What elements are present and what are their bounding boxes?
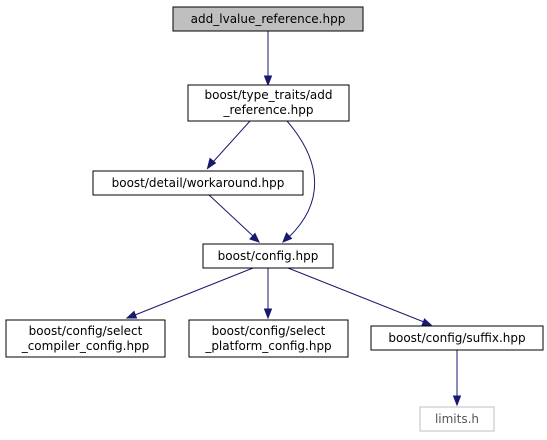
node-label-line-2: _compiler_config.hpp (21, 339, 150, 353)
edge-config-to-suffix (287, 267, 433, 327)
edge-config-to-select-compiler (125, 267, 254, 319)
node-label-line-2: _reference.hpp (223, 103, 314, 117)
node-box (202, 243, 334, 269)
node-label-line-2: _platform_config.hpp (204, 339, 331, 353)
node-add-lvalue-reference-hpp[interactable]: add_lvalue_reference.hpp (172, 6, 364, 32)
node-box (370, 325, 544, 351)
node-label: boost/detail/workaround.hpp (112, 176, 285, 190)
node-box (92, 170, 304, 196)
node-label-line-1: boost/config/select (212, 324, 326, 338)
node-label-line-1: boost/type_traits/add (204, 88, 332, 102)
node-box (172, 6, 364, 32)
node-boost-detail-workaround-hpp[interactable]: boost/detail/workaround.hpp (92, 170, 304, 196)
node-label: limits.h (435, 412, 479, 426)
edge-add-reference-to-config (282, 120, 315, 243)
node-box (419, 406, 495, 432)
node-box (5, 319, 166, 358)
node-boost-config-select-platform-config-hpp[interactable]: boost/config/select _platform_config.hpp (188, 319, 349, 358)
node-boost-config-suffix-hpp[interactable]: boost/config/suffix.hpp (370, 325, 544, 351)
node-label: boost/config.hpp (218, 249, 319, 263)
node-label: add_lvalue_reference.hpp (191, 12, 346, 26)
node-limits-h: limits.h (419, 406, 495, 432)
node-boost-config-select-compiler-config-hpp[interactable]: boost/config/select _compiler_config.hpp (5, 319, 166, 358)
edge-config-to-select-platform (263, 268, 273, 320)
edge-add-reference-to-workaround (206, 120, 251, 170)
node-label-line-1: boost/config/select (29, 324, 143, 338)
edge-workaround-to-config (207, 193, 260, 243)
node-box (188, 319, 349, 358)
node-box (187, 84, 350, 122)
node-boost-type-traits-add-reference-hpp[interactable]: boost/type_traits/add _reference.hpp (187, 84, 350, 122)
edge-root-to-add-reference (263, 31, 273, 87)
node-label: boost/config/suffix.hpp (388, 331, 525, 345)
edge-suffix-to-limits (452, 350, 462, 407)
node-boost-config-hpp[interactable]: boost/config.hpp (202, 243, 334, 269)
